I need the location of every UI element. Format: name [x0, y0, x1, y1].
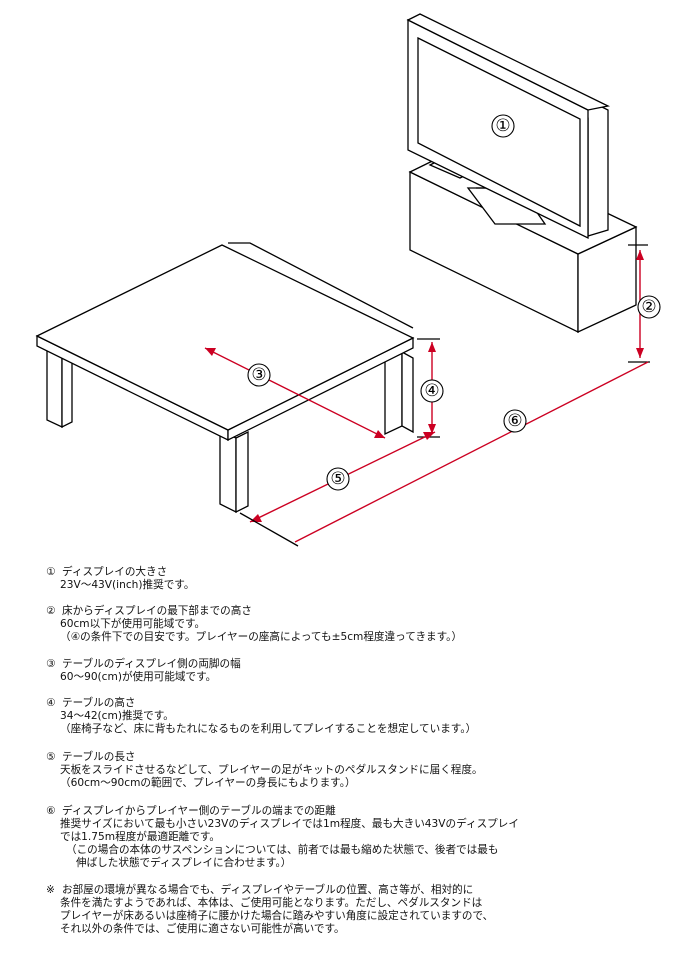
note-1-title: ディスプレイの大きさ	[62, 566, 168, 578]
note-5-title: テーブルの長さ	[62, 751, 136, 763]
note-2-line: 60cm以下が使用可能域です。	[60, 618, 206, 630]
note-2-title: 床からディスプレイの最下部までの高さ	[62, 605, 252, 617]
marker-2: ②	[637, 295, 661, 319]
note-5-line: 天板をスライドさせるなどして、プレイヤーの足がキットのペダルスタンドに届く程度。	[60, 764, 483, 776]
svg-text:⑥: ⑥	[507, 411, 522, 431]
note-6-line-2: では1.75m程度が最適距離です。	[60, 831, 220, 843]
note-4-title: テーブルの高さ	[62, 697, 136, 709]
note-6-line-1: 推奨サイズにおいて最も小さい23Vのディスプレイでは1m程度、最も大きい43Vの…	[60, 818, 519, 830]
note-remark-line-3: それ以外の条件では、ご使用に適さない可能性が高いです。	[60, 923, 345, 935]
setup-diagram: ① ② ③ ④ ⑤ ⑥	[35, 13, 661, 547]
marker-1: ①	[491, 114, 515, 138]
marker-6: ⑥	[503, 409, 527, 433]
note-3-line: 60～90(cm)が使用可能域です。	[60, 671, 217, 683]
svg-text:①: ①	[495, 116, 510, 136]
table	[35, 242, 415, 514]
note-6-title: ディスプレイからプレイヤー側のテーブルの端までの距離	[62, 805, 336, 817]
note-6-sub-1: （この場合の本体のサスペンションについては、前者では最も縮めた状態で、後者では最…	[66, 844, 499, 856]
marker-5: ⑤	[326, 467, 350, 491]
note-2-sub: （④の条件下での目安です。プレイヤーの座高によっても±5cm程度違ってきます。）	[60, 631, 463, 643]
note-5-sub: （60cm～90cmの範囲で、プレイヤーの身長にもよります。）	[60, 777, 356, 789]
note-3-title: テーブルのディスプレイ側の両脚の幅	[62, 658, 241, 670]
dimension-lines	[204, 244, 650, 547]
svg-text:②: ②	[641, 297, 656, 317]
note-4-line: 34～42(cm)推奨です。	[60, 710, 174, 722]
svg-text:④: ④	[424, 381, 439, 401]
svg-text:⑤: ⑤	[330, 469, 345, 489]
marker-3: ③	[247, 363, 271, 387]
note-remark-line-2: プレイヤーが床あるいは座椅子に腰かけた場合に踏みやすい角度に設定されていますので…	[60, 910, 494, 922]
note-4-sub: （座椅子など、床に背もたれになるものを利用してプレイすることを想定しています。）	[60, 723, 477, 735]
note-remark-title: お部屋の環境が異なる場合でも、ディスプレイやテーブルの位置、高さ等が、相対的に	[62, 884, 474, 896]
note-6-sub-2: 伸ばした状態でディスプレイに合わせます。）	[76, 857, 292, 869]
marker-4: ④	[420, 379, 444, 403]
note-remark-line-1: 条件を満たすようであれば、本体は、ご使用可能となります。ただし、ペダルスタンドは	[60, 897, 483, 909]
note-remark: ※お部屋の環境が異なる場合でも、ディスプレイやテーブルの位置、高さ等が、相対的に…	[46, 884, 494, 935]
svg-text:③: ③	[251, 365, 266, 385]
note-1-line: 23V～43V(inch)推奨です。	[60, 579, 195, 591]
